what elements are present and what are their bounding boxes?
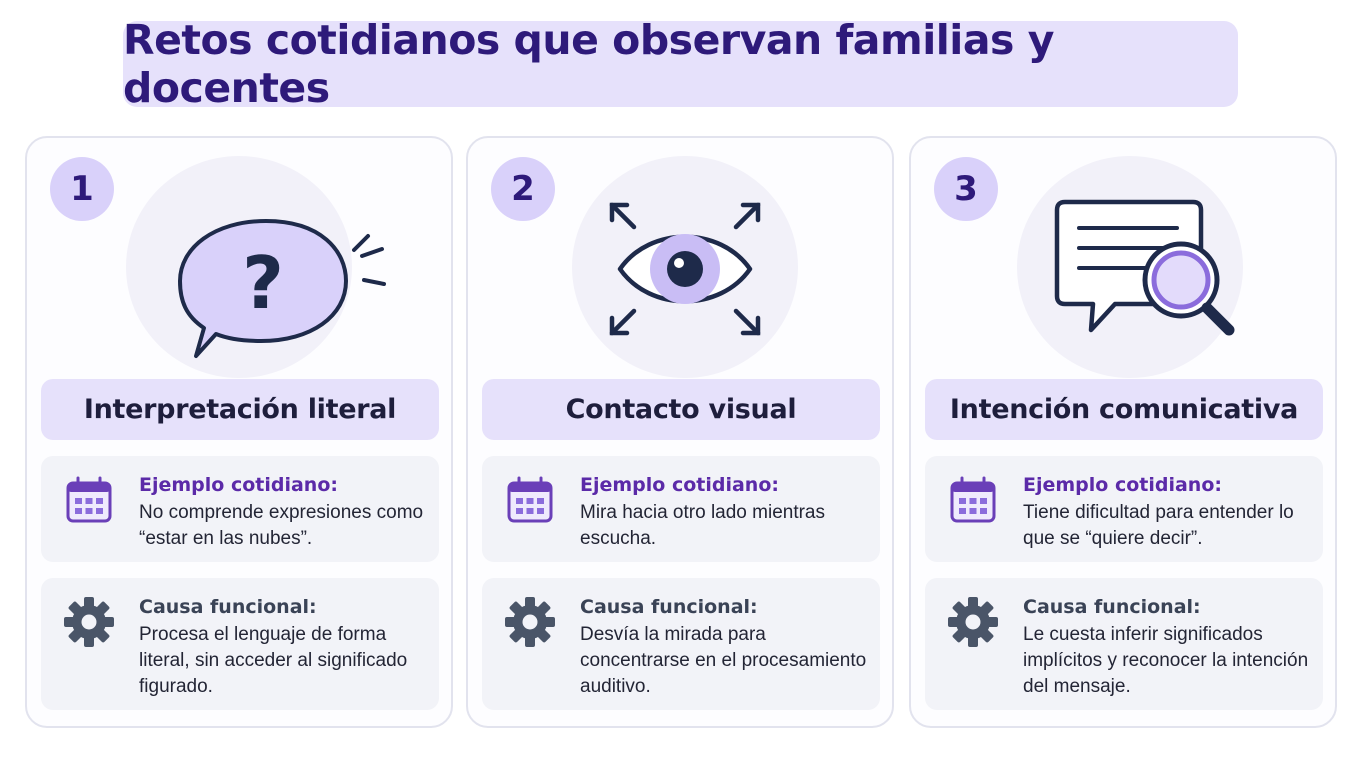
- card-eye-contact: 2 Contacto visual Ejemplo cotidiano: Mir…: [466, 136, 894, 728]
- card-heading: Interpretación literal: [41, 379, 439, 440]
- example-label: Ejemplo cotidiano:: [1023, 474, 1222, 496]
- question-speech-bubble-icon: ?: [178, 219, 386, 358]
- example-text: Mira hacia otro lado mientras escucha.: [580, 502, 825, 549]
- cause-label: Causa funcional:: [139, 596, 317, 618]
- card-literal-interpretation: 1 ? Interpretación literal Ejemplo cotid…: [25, 136, 453, 728]
- page-title: Retos cotidianos que observan familias y…: [123, 16, 1054, 112]
- cause-text: Desvía la mirada para concentrarse en el…: [580, 624, 867, 697]
- card-communicative-intention: 3 Intención comunicativa Ejemplo cotidia…: [909, 136, 1337, 728]
- cause-label: Causa funcional:: [580, 596, 758, 618]
- example-text: Tiene dificultad para entender lo que se…: [1023, 502, 1294, 549]
- calendar-icon: [507, 476, 553, 523]
- cause-panel: Causa funcional: Le cuesta inferir signi…: [925, 578, 1323, 710]
- eye-with-arrows-icon: [609, 202, 761, 336]
- message-magnifier-icon: [1054, 199, 1235, 336]
- number-badge: 1: [50, 157, 114, 221]
- gear-icon: [505, 597, 555, 647]
- example-panel: Ejemplo cotidiano: Mira hacia otro lado …: [482, 456, 880, 562]
- example-label: Ejemplo cotidiano:: [580, 474, 779, 496]
- card-heading-text: Interpretación literal: [83, 394, 397, 425]
- cause-text: Le cuesta inferir significados implícito…: [1023, 624, 1309, 697]
- cause-label: Causa funcional:: [1023, 596, 1201, 618]
- cause-panel: Causa funcional: Desvía la mirada para c…: [482, 578, 880, 710]
- example-text: No comprende expresiones como “estar en …: [139, 502, 424, 549]
- card-heading-text: Intención comunicativa: [949, 394, 1299, 425]
- card-heading-text: Contacto visual: [565, 394, 797, 425]
- card-heading: Intención comunicativa: [925, 379, 1323, 440]
- cause-text: Procesa el lenguaje de forma literal, si…: [139, 624, 408, 697]
- calendar-icon: [950, 476, 996, 523]
- title-banner: Retos cotidianos que observan familias y…: [123, 16, 1238, 112]
- number-badge: 3: [934, 157, 998, 221]
- calendar-icon: [66, 476, 112, 523]
- cause-panel: Causa funcional: Procesa el lenguaje de …: [41, 578, 439, 710]
- example-panel: Ejemplo cotidiano: Tiene dificultad para…: [925, 456, 1323, 562]
- example-panel: Ejemplo cotidiano: No comprende expresio…: [41, 456, 439, 562]
- svg-text:?: ?: [242, 241, 284, 325]
- gear-icon: [64, 597, 114, 647]
- example-label: Ejemplo cotidiano:: [139, 474, 338, 496]
- gear-icon: [948, 597, 998, 647]
- number-badge: 2: [491, 157, 555, 221]
- card-heading: Contacto visual: [482, 379, 880, 440]
